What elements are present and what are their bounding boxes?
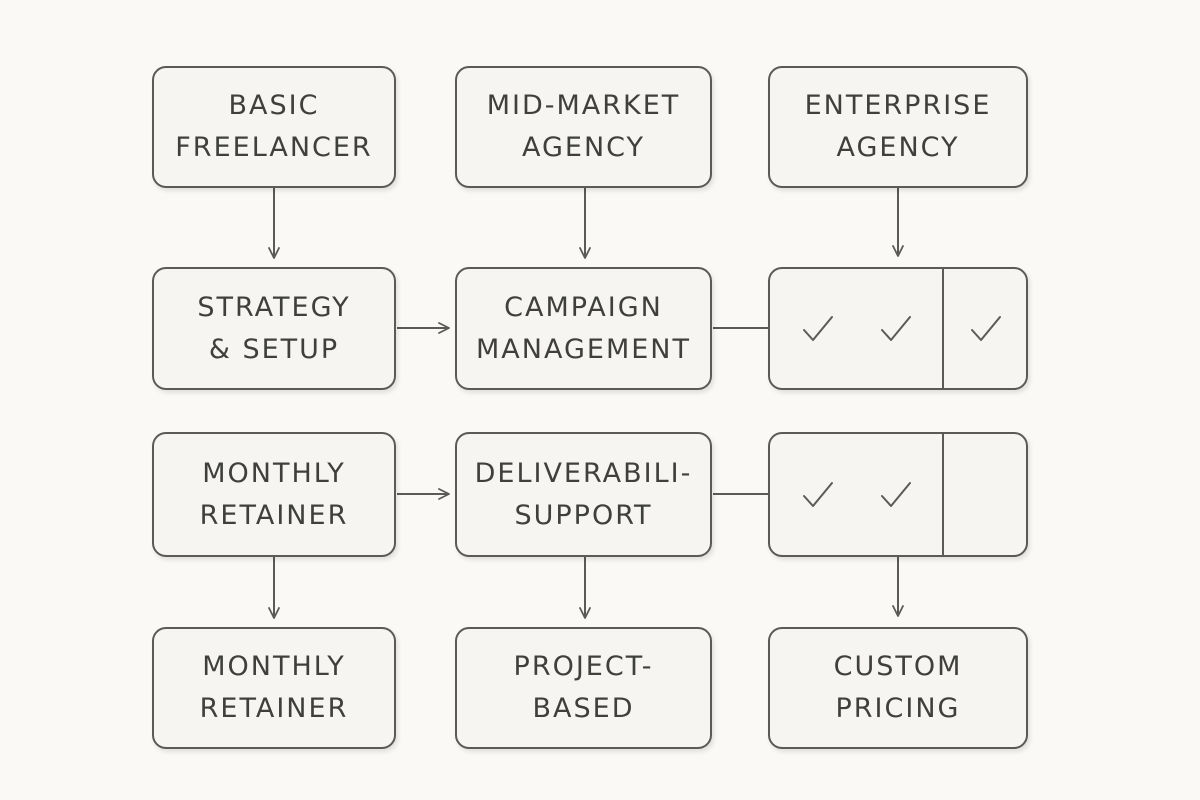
node-label-line-2: SUPPORT xyxy=(514,499,653,531)
checkmark-icon xyxy=(803,481,833,507)
checkmark-box-row-1 xyxy=(768,267,1028,390)
node-label-line-1: BASIC xyxy=(228,90,320,121)
checkmark-box-divider xyxy=(942,269,944,388)
node-label-line-1: MID-MARKET xyxy=(486,90,681,121)
checkmark-icon xyxy=(881,481,911,507)
node-label-line-2: PRICING xyxy=(835,693,961,724)
node-label-line-2: MANAGEMENT xyxy=(476,333,691,365)
pricing-monthly-retainer: MONTHLY RETAINER xyxy=(152,627,396,749)
node-label-line-2: RETAINER xyxy=(199,693,349,724)
tier-mid-market-agency: MID-MARKET AGENCY xyxy=(455,66,712,188)
checkmark-icon xyxy=(971,315,1001,341)
node-label-line-1: PROJECT- xyxy=(513,651,654,682)
node-label-line-1: ENTERPRISE xyxy=(804,90,992,121)
service-monthly-retainer: MONTHLY RETAINER xyxy=(152,432,396,557)
pricing-project-based: PROJECT- BASED xyxy=(455,627,712,749)
tier-basic-freelancer: BASIC FREELANCER xyxy=(152,66,396,188)
node-label-line-1: CAMPAIGN xyxy=(504,291,663,323)
tier-enterprise-agency: ENTERPRISE AGENCY xyxy=(768,66,1028,188)
service-campaign-management: CAMPAIGN MANAGEMENT xyxy=(455,267,712,390)
node-label-line-1: MONTHLY xyxy=(202,457,346,489)
node-label-line-2: RETAINER xyxy=(199,499,349,531)
checkmark-box-divider xyxy=(942,434,944,555)
checkmark-icon xyxy=(881,315,911,341)
node-label-line-1: MONTHLY xyxy=(202,651,346,682)
node-label-line-2: AGENCY xyxy=(836,132,960,163)
pricing-custom-pricing: CUSTOM PRICING xyxy=(768,627,1028,749)
checkmark-box-row-2 xyxy=(768,432,1028,557)
service-strategy-setup: STRATEGY & SETUP xyxy=(152,267,396,390)
node-label-line-1: DELIVERABILI- xyxy=(474,457,693,489)
checkmark-icon xyxy=(803,315,833,341)
node-label-line-2: AGENCY xyxy=(521,132,646,163)
node-label-line-2: BASED xyxy=(532,693,635,724)
node-label-line-2: & SETUP xyxy=(208,333,340,365)
service-deliverability-support: DELIVERABILI- SUPPORT xyxy=(455,432,712,557)
node-label-line-2: FREELANCER xyxy=(175,132,373,163)
node-label-line-1: CUSTOM xyxy=(833,651,963,682)
node-label-line-1: STRATEGY xyxy=(197,291,351,323)
